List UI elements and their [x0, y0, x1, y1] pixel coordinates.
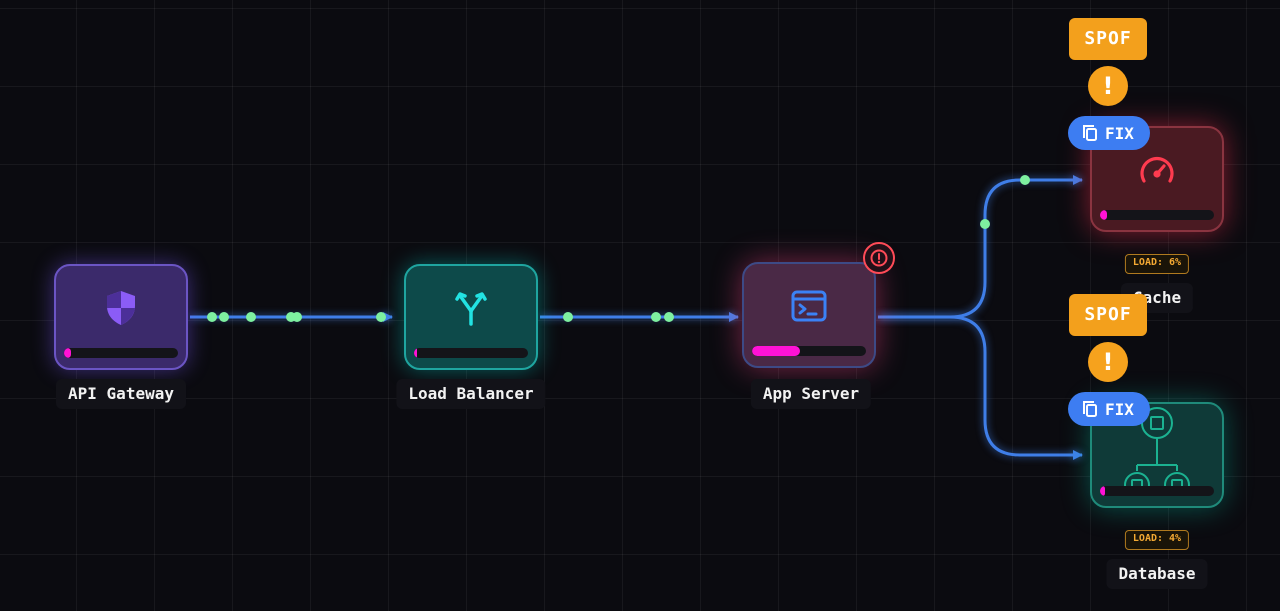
node-api-gateway[interactable] [54, 264, 188, 370]
packet-dot [207, 312, 217, 322]
warning-icon: ! [1088, 66, 1128, 106]
node-database[interactable] [1090, 402, 1224, 508]
load-bar [1100, 486, 1214, 496]
error-alert-icon[interactable] [863, 242, 895, 274]
node-label-load-balancer: Load Balancer [396, 379, 546, 409]
load-tag-cache: LOAD: 6% [1124, 254, 1190, 274]
warning-icon: ! [1088, 342, 1128, 382]
fix-button-database[interactable]: FIX [1068, 392, 1150, 426]
copy-icon [1083, 125, 1097, 141]
packet-dot [664, 312, 674, 322]
node-load-balancer[interactable] [404, 264, 538, 370]
packet-dot [651, 312, 661, 322]
load-bar [414, 348, 528, 358]
copy-icon [1083, 401, 1097, 417]
fix-button-label: FIX [1105, 399, 1134, 419]
load-tag-database: LOAD: 4% [1124, 530, 1190, 550]
node-label-app-server: App Server [750, 379, 872, 409]
edge-app-cache[interactable] [878, 175, 1083, 319]
node-label-database: Database [1106, 559, 1208, 589]
fix-button-cache[interactable]: FIX [1068, 116, 1150, 150]
packet-dot [980, 219, 990, 229]
split-arrows-icon [454, 289, 488, 331]
packet-dot [563, 312, 573, 322]
spof-badge-cache: SPOF [1069, 18, 1147, 60]
terminal-icon [791, 290, 827, 326]
load-bar-fill [752, 346, 800, 356]
shield-icon [104, 289, 138, 331]
packet-dot [219, 312, 229, 322]
packet-dot [376, 312, 386, 322]
fix-button-label: FIX [1105, 123, 1134, 143]
load-bar [752, 346, 866, 356]
load-bar-fill [1100, 486, 1105, 496]
spof-badge-database: SPOF [1069, 294, 1147, 336]
packet-dot [1020, 175, 1030, 185]
node-label-api-gateway: API Gateway [56, 379, 186, 409]
load-bar-fill [1100, 210, 1107, 220]
node-app-server[interactable] [742, 262, 876, 368]
packet-dot [246, 312, 256, 322]
load-bar [1100, 210, 1214, 220]
edge-app-db[interactable] [878, 315, 1083, 460]
load-bar-fill [64, 348, 71, 358]
speedometer-icon [1138, 155, 1176, 189]
packet-dot [292, 312, 302, 322]
load-bar [64, 348, 178, 358]
load-bar-fill [414, 348, 418, 358]
